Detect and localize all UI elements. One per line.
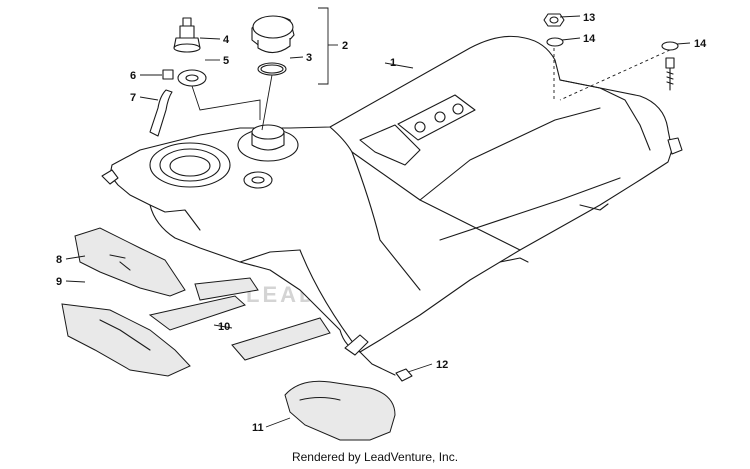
callout-7: 7: [130, 92, 136, 104]
callout-12: 12: [436, 359, 448, 371]
callout-14b: 14: [694, 38, 707, 50]
callout-10: 10: [218, 321, 230, 333]
callout-9: 9: [56, 276, 62, 288]
callout-14a: 14: [583, 33, 596, 45]
callout-13: 13: [583, 12, 595, 24]
callout-4: 4: [223, 34, 230, 46]
heat-shield-10: [148, 277, 331, 361]
fuel-valve: [173, 17, 201, 53]
callout-8: 8: [56, 254, 62, 266]
washer: [546, 37, 564, 47]
nut: [543, 13, 565, 27]
callout-11: 11: [252, 422, 264, 434]
callout-1: 1: [390, 57, 396, 69]
bolt: [665, 57, 675, 91]
heat-shield-11: [284, 380, 396, 441]
callout-6: 6: [130, 70, 136, 82]
fuel-cap: [251, 15, 295, 54]
callout-2: 2: [342, 40, 348, 52]
washer: [661, 41, 679, 51]
vent-hose: [149, 89, 173, 137]
heat-shield-9: [61, 303, 191, 377]
footer-credit: Rendered by LeadVenture, Inc.: [291, 450, 459, 464]
clip: [395, 368, 413, 382]
callout-3: 3: [306, 52, 312, 64]
callout-5: 5: [223, 55, 229, 67]
fuel-tank: [101, 35, 683, 353]
hose-clamp: [162, 69, 174, 80]
heat-shield-8: [74, 227, 186, 297]
